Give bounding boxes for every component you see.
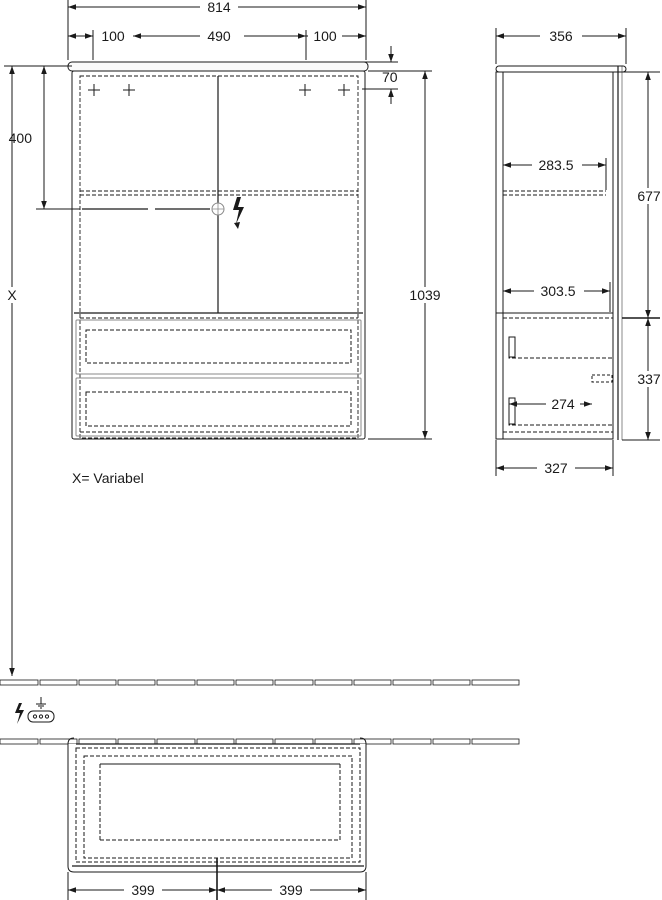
dim-shelf-lower-depth: 303.5 <box>540 283 575 299</box>
plan-view <box>67 737 367 873</box>
lightning-bolt-arrow-icon <box>234 222 240 229</box>
lightning-bolt-icon-plan <box>15 703 24 724</box>
plan-dimension-labels: 399 399 <box>124 882 310 898</box>
front-view <box>67 61 369 440</box>
side-drawer-1 <box>508 337 613 359</box>
plan-inner-dashed-2 <box>83 755 353 859</box>
front-drawer-2 <box>75 377 362 437</box>
dim-top-offset: 70 <box>382 69 398 85</box>
dim-total-height: 1039 <box>409 287 440 303</box>
front-cabinet-body <box>71 70 366 440</box>
wall-tile-row-2 <box>0 738 520 745</box>
front-dimension-labels: 814 100 490 100 70 400 1039 X <box>4 0 446 303</box>
dim-side-width-top: 356 <box>549 28 573 44</box>
dim-side-width-bottom: 327 <box>544 460 568 476</box>
side-dimension-labels: 356 283.5 303.5 274 327 677 337 <box>532 28 662 476</box>
dim-plan-right-half: 399 <box>279 882 303 898</box>
front-connection-point <box>82 202 225 216</box>
side-drawer-slide <box>591 374 613 383</box>
side-drawer-1-handle <box>508 336 516 358</box>
dim-drawer-height: 337 <box>637 371 661 387</box>
dim-segment-right: 100 <box>313 28 337 44</box>
socket-outlet-icon <box>27 697 55 723</box>
front-inner-contour <box>79 75 359 439</box>
lightning-bolt-icon <box>233 197 244 224</box>
side-view <box>495 65 627 440</box>
dim-plan-left-half: 399 <box>131 882 155 898</box>
front-top-cornice <box>67 61 369 72</box>
dim-shelf-upper-depth: 283.5 <box>538 157 573 173</box>
dim-segment-center: 490 <box>207 28 231 44</box>
front-drawer-2-inner <box>85 391 352 427</box>
variable-note: X= Variabel <box>72 470 144 486</box>
plan-inner-dashed <box>75 747 361 863</box>
side-body <box>495 71 614 440</box>
dim-wall-height-symbol: X <box>7 287 17 303</box>
dim-side-upper-height: 677 <box>637 188 661 204</box>
dim-width-total: 814 <box>207 0 231 15</box>
side-drawer-2-handle <box>508 397 516 425</box>
plan-outer-body <box>67 744 367 873</box>
dim-drawer-depth: 274 <box>551 396 575 412</box>
front-dimensions <box>4 0 432 676</box>
side-dimensions <box>495 28 660 476</box>
dim-upper-height: 400 <box>9 130 33 146</box>
dim-segment-left: 100 <box>101 28 125 44</box>
front-drawer-1-inner <box>85 329 352 364</box>
mounting-point-icons <box>88 84 350 96</box>
side-top-bar <box>495 65 627 73</box>
wall-tile-row-1 <box>0 679 520 686</box>
front-drawer-1 <box>75 319 362 375</box>
